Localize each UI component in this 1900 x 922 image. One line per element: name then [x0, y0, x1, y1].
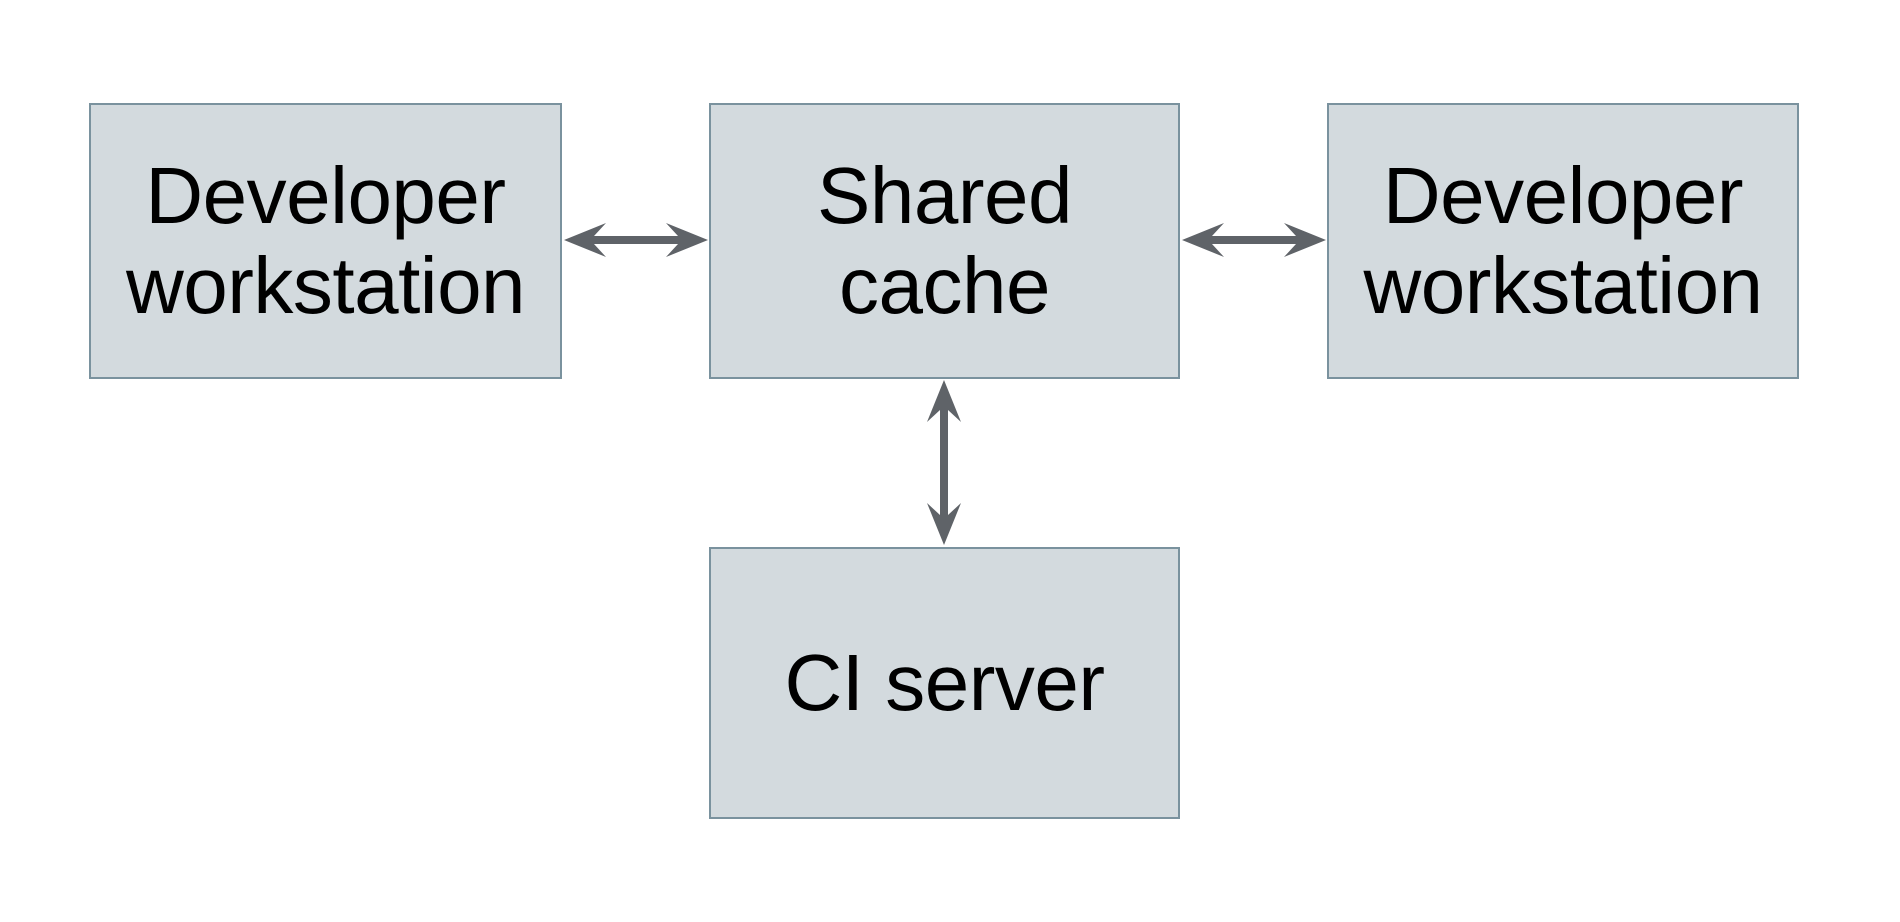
node-ci-server: CI server [709, 547, 1180, 819]
node-shared-cache: Shared cache [709, 103, 1180, 379]
node-developer-workstation-right: Developer workstation [1327, 103, 1799, 379]
node-label: CI server [784, 638, 1106, 728]
arrow-cache-devright [1182, 223, 1326, 257]
node-label: Developer workstation [125, 151, 526, 330]
arrow-cache-ciserver [927, 380, 961, 545]
node-label: Shared cache [817, 151, 1072, 330]
node-developer-workstation-left: Developer workstation [89, 103, 562, 379]
arrow-devleft-cache [564, 223, 708, 257]
node-label: Developer workstation [1363, 151, 1763, 330]
